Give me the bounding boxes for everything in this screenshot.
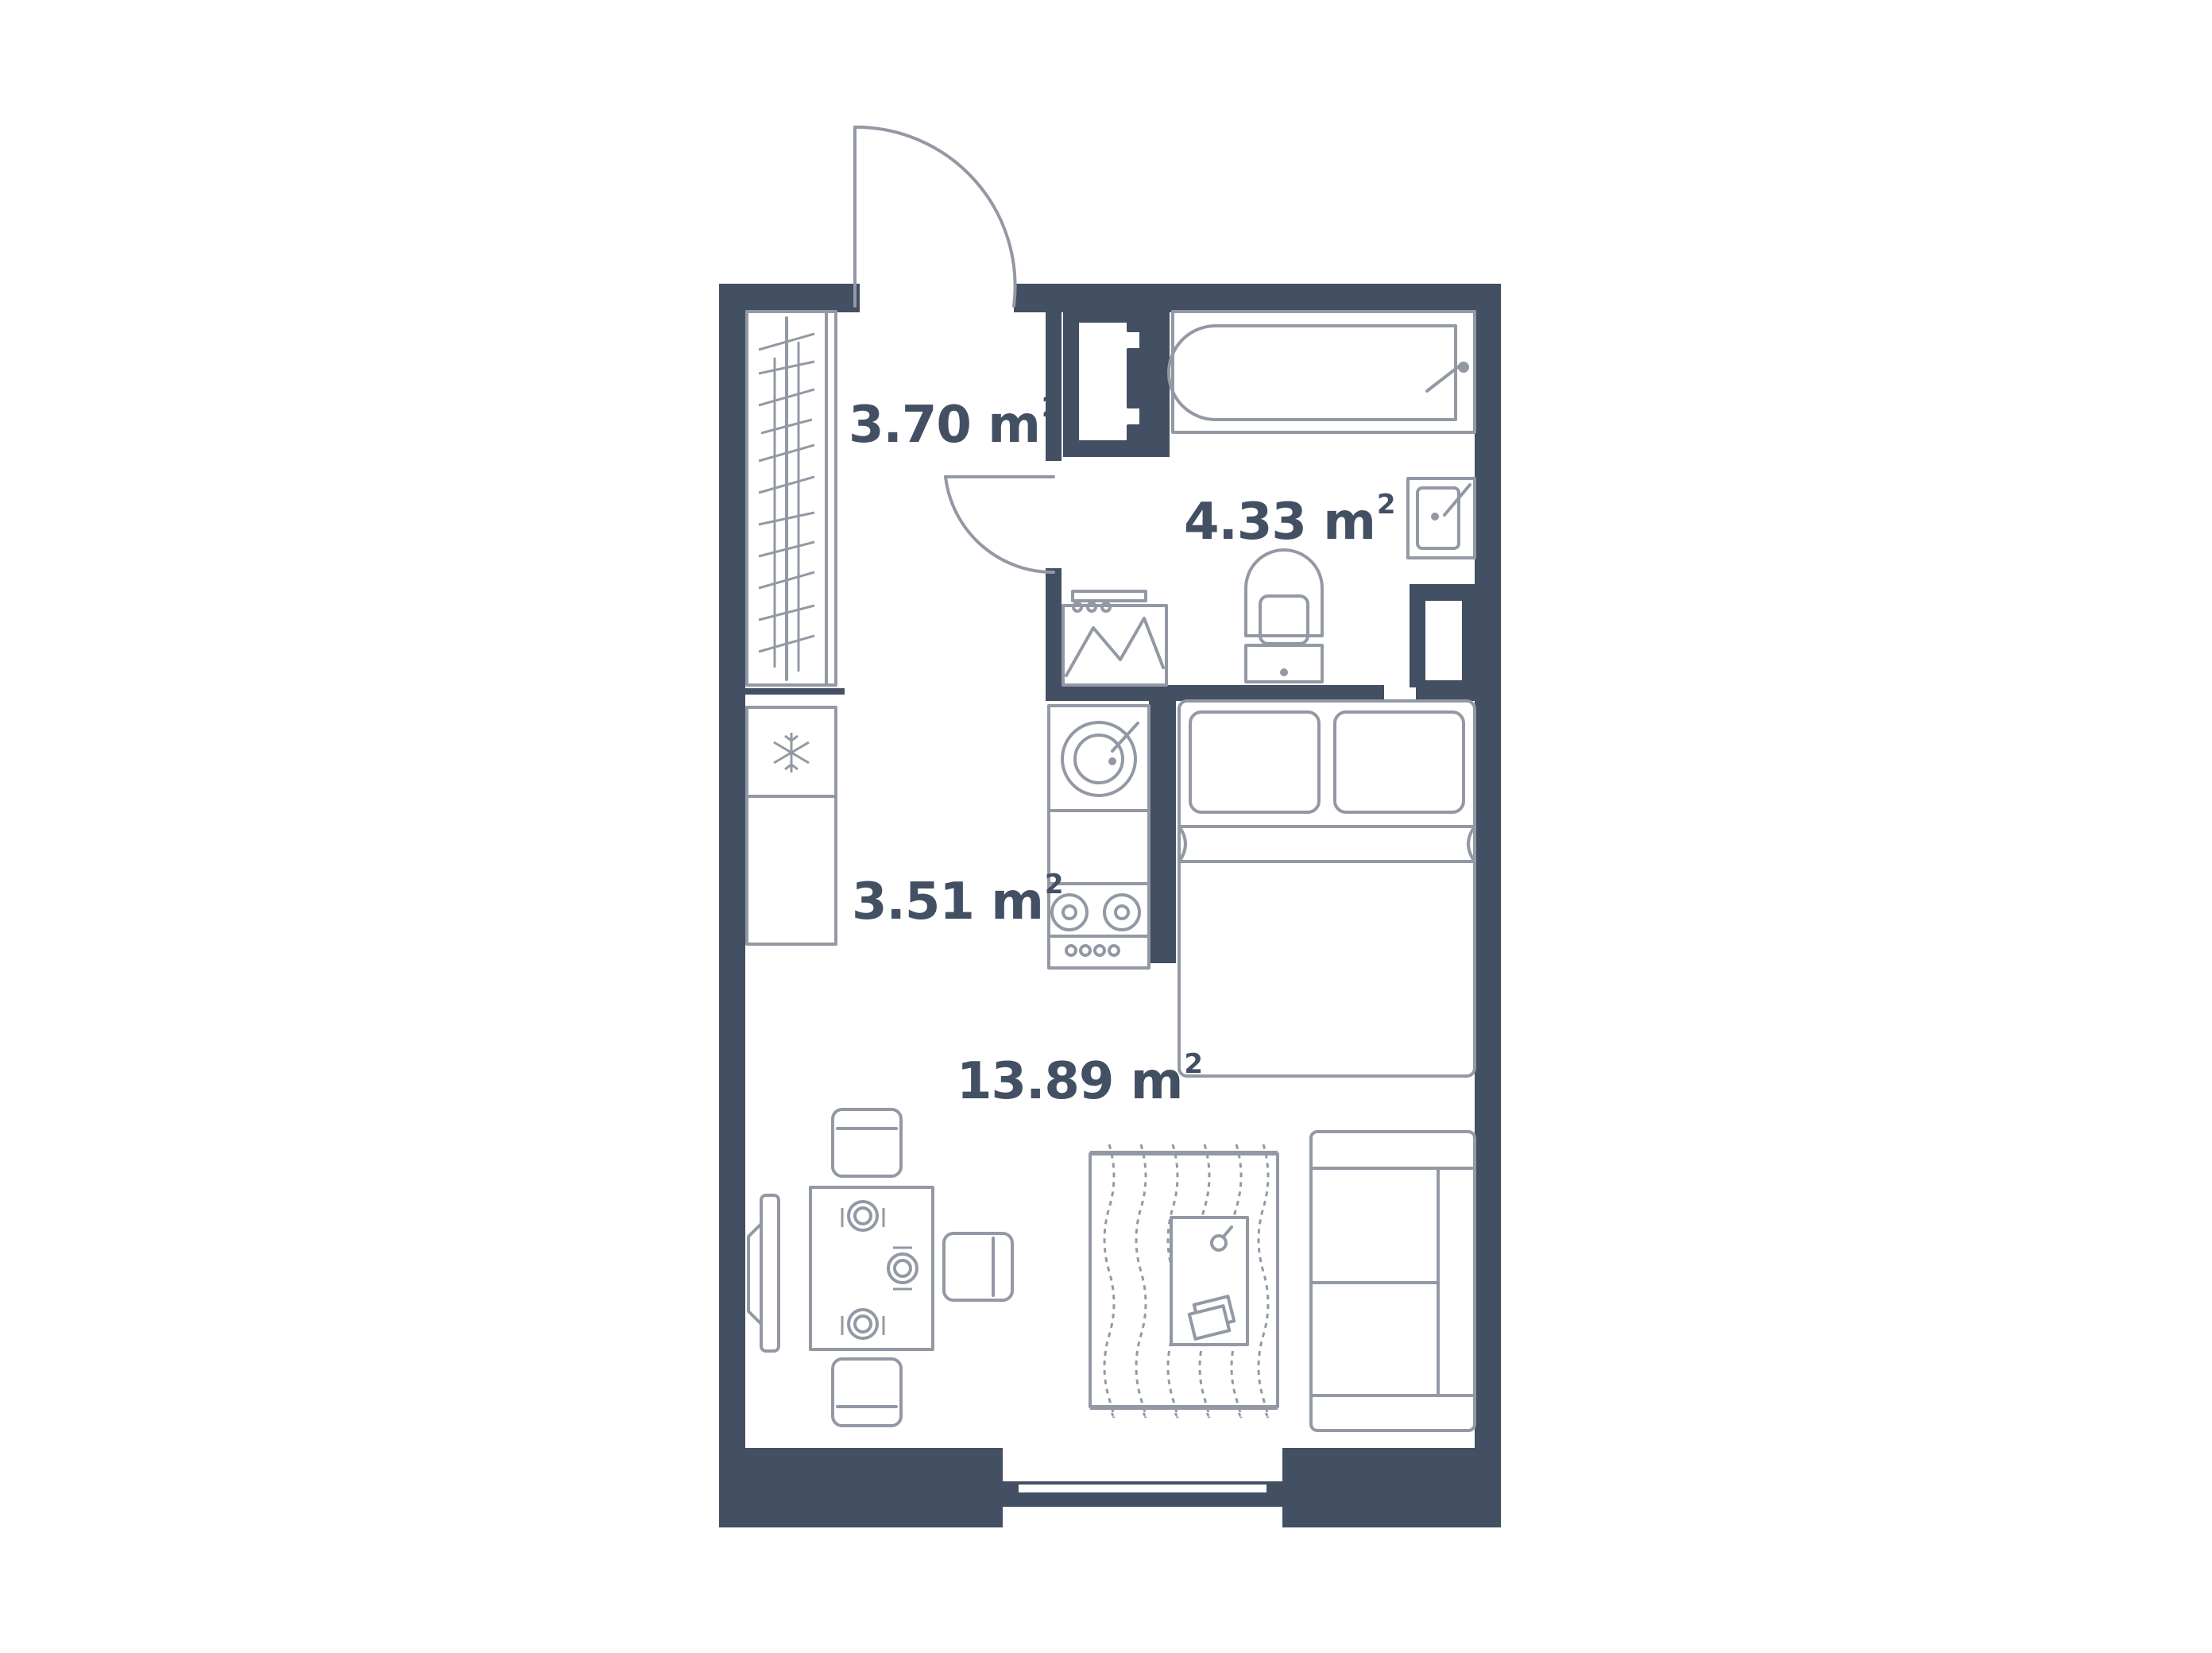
- entrance-door: [853, 125, 1017, 308]
- washbasin: [1406, 477, 1476, 559]
- dining-set: [809, 1108, 1014, 1427]
- wardrobe: [745, 310, 837, 687]
- living-room-area-unit-exponent: 2: [1184, 1048, 1203, 1080]
- fridge: [745, 706, 837, 946]
- bathroom-area-unit-exponent: 2: [1376, 489, 1396, 521]
- bathroom-door: [944, 475, 1055, 575]
- kitchen-area-unit-exponent: 2: [1044, 869, 1064, 900]
- window: [1003, 1448, 1282, 1527]
- bathroom-area-label: 4.33 m2: [1184, 489, 1396, 548]
- kitchen-unit: [1047, 704, 1150, 970]
- double-bed: [1178, 699, 1476, 1078]
- hallway-area-unit-exponent: 2: [1041, 392, 1061, 424]
- bathroom-area-value: 4.33 m: [1184, 493, 1376, 552]
- kitchen-area-label: 3.51 m2: [852, 869, 1064, 927]
- toilet: [1244, 548, 1324, 683]
- water-heater: [1062, 590, 1168, 687]
- shaft-outlines: [1076, 319, 1462, 680]
- kitchen-area-value: 3.51 m: [852, 873, 1044, 931]
- hallway-area-value: 3.70 m: [849, 396, 1041, 455]
- snowflake-icon: [773, 733, 810, 772]
- tv: [747, 1194, 780, 1353]
- sofa: [1309, 1130, 1476, 1432]
- living-room-area-label: 13.89 m2: [957, 1048, 1203, 1107]
- bathtub: [1167, 310, 1476, 434]
- hallway-area-label: 3.70 m2: [849, 392, 1061, 451]
- coffee-table: [1170, 1216, 1249, 1346]
- living-room-area-value: 13.89 m: [957, 1052, 1183, 1111]
